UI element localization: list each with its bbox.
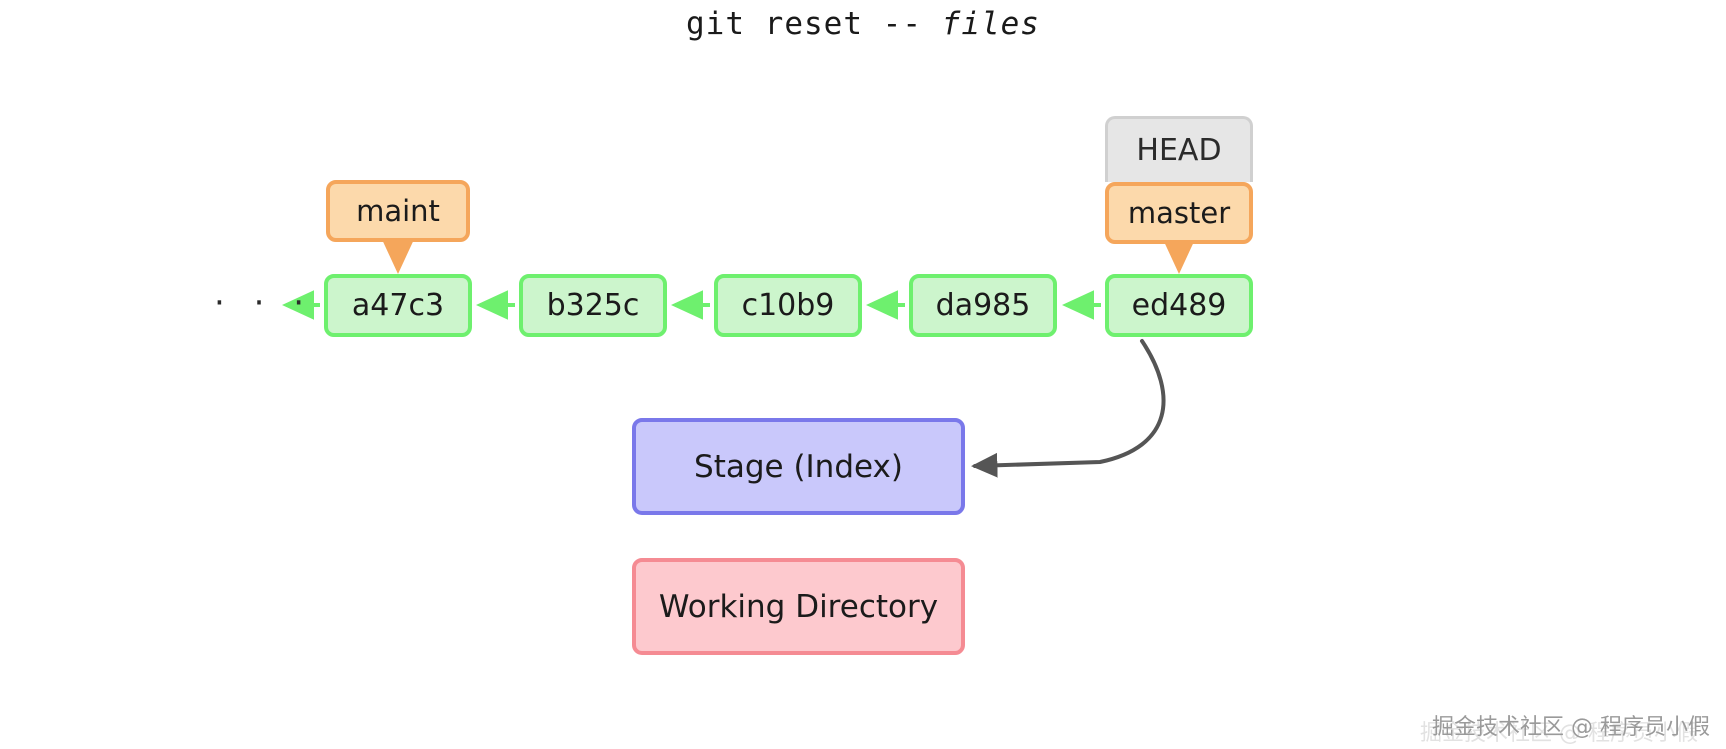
watermark-ghost: 掘金技术社区 @ 程序员小假	[1420, 721, 1698, 746]
commit-node-a47c3[interactable]: a47c3	[324, 274, 472, 337]
arrow-reset-to-stage	[971, 339, 1166, 478]
branch-label-maint[interactable]: maint	[326, 180, 470, 242]
watermark: 掘金技术社区 @ 程序员小假	[1432, 715, 1710, 740]
branch-label-master[interactable]: master	[1105, 182, 1253, 244]
working-directory-box[interactable]: Working Directory	[632, 558, 965, 655]
commit-node-b325c[interactable]: b325c	[519, 274, 667, 337]
ellipsis-more-commits: · · ·	[214, 283, 314, 323]
head-pointer[interactable]: HEAD	[1105, 116, 1253, 182]
stage-index-box[interactable]: Stage (Index)	[632, 418, 965, 515]
title-command: git reset --	[686, 6, 942, 42]
commit-node-da985[interactable]: da985	[909, 274, 1057, 337]
commit-node-ed489[interactable]: ed489	[1105, 274, 1253, 337]
commit-node-c10b9[interactable]: c10b9	[714, 274, 862, 337]
page-title: git reset -- files	[0, 6, 1726, 42]
ref-pointer-arrows	[383, 242, 1194, 274]
title-argument: files	[941, 6, 1040, 42]
